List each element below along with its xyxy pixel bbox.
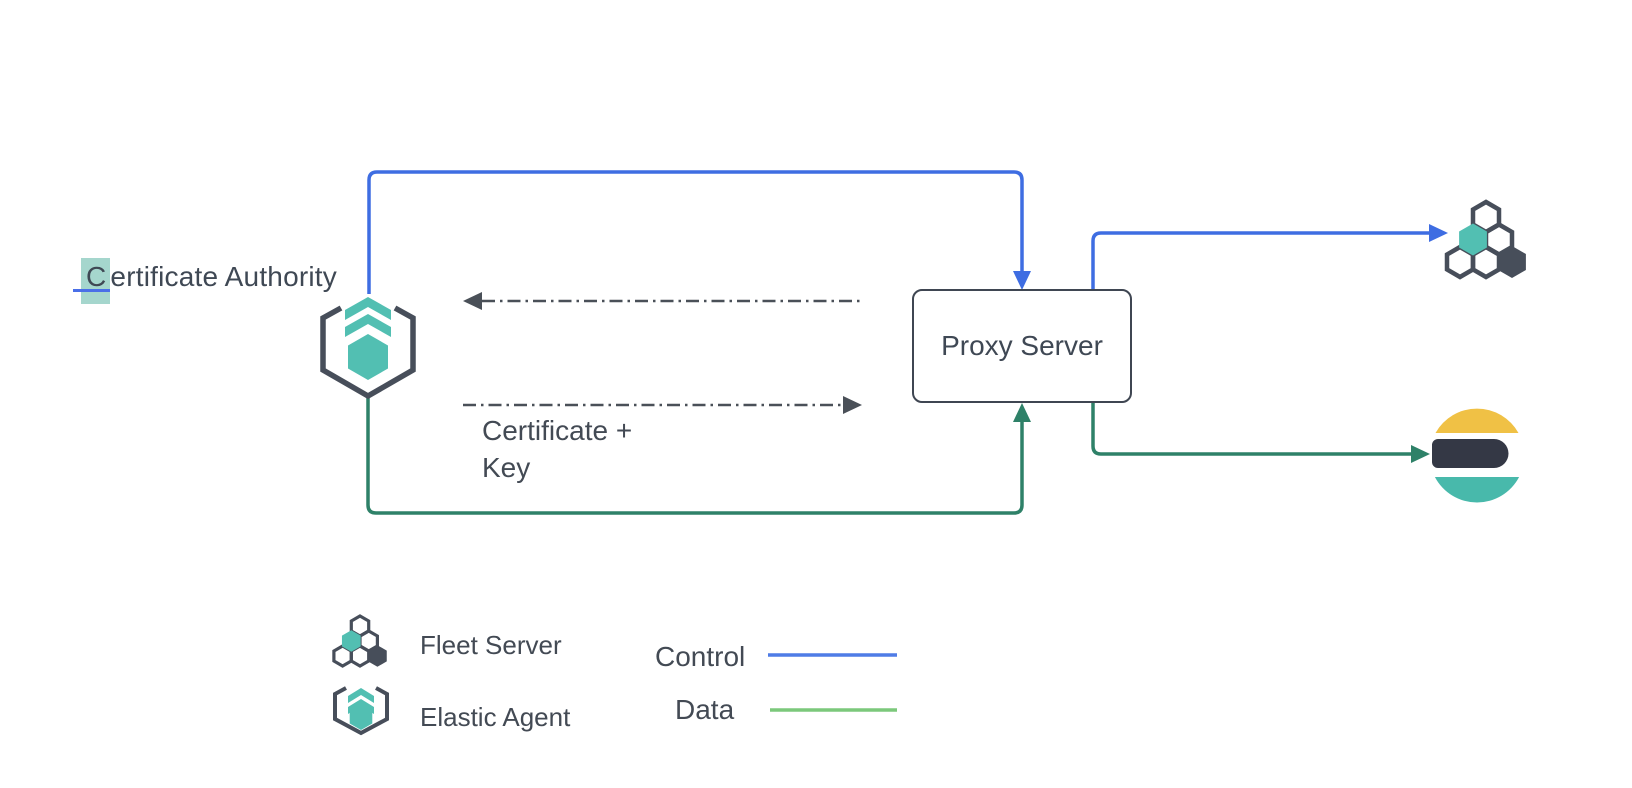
arrowhead-right-icon bbox=[843, 396, 862, 414]
certificate-key-line1: Certificate + bbox=[482, 415, 633, 446]
proxy-server-node: Proxy Server bbox=[912, 289, 1132, 403]
hexagon-teal bbox=[1459, 223, 1487, 256]
legend-data-label: Data bbox=[675, 694, 735, 725]
control-connector-proxy-to-fleet bbox=[1091, 224, 1448, 289]
legend-fleet-server-label: Fleet Server bbox=[420, 630, 562, 660]
data-connector-proxy-to-elasticsearch bbox=[1091, 403, 1430, 463]
fleet-server-icon bbox=[1444, 199, 1526, 280]
legend-elastic-agent-label: Elastic Agent bbox=[420, 702, 571, 732]
legend-fleet-server-icon bbox=[332, 614, 387, 668]
arrowhead-left-icon bbox=[463, 292, 482, 310]
hexagon-icon bbox=[349, 704, 373, 730]
es-middle-bar bbox=[1432, 439, 1509, 468]
hexagon-icon bbox=[348, 334, 388, 380]
data-connector-agent-to-proxy bbox=[366, 397, 1031, 515]
agent-bracket-outline bbox=[320, 305, 416, 400]
certificate-authority-text: ertificate Authority bbox=[110, 261, 337, 292]
proxy-server-label: Proxy Server bbox=[941, 330, 1103, 361]
es-bottom-slice bbox=[1434, 477, 1520, 503]
data-line bbox=[366, 397, 1024, 515]
legend-elastic-agent-icon bbox=[333, 686, 389, 736]
control-line bbox=[1091, 231, 1429, 289]
chevron-up-icon bbox=[345, 297, 391, 320]
control-connector-agent-to-proxy bbox=[367, 170, 1031, 294]
elasticsearch-icon bbox=[1432, 408, 1520, 503]
data-line bbox=[1091, 403, 1411, 456]
dashed-connector-proxy-to-agent bbox=[463, 292, 863, 310]
agent-bracket-outline bbox=[333, 686, 389, 736]
chevron-up-icon bbox=[348, 699, 374, 714]
certificate-key-label: Certificate + Key bbox=[482, 412, 722, 486]
chevron-up-icon bbox=[348, 688, 374, 703]
chevron-up-icon bbox=[345, 314, 391, 337]
hexagon-teal bbox=[341, 630, 361, 652]
control-line bbox=[367, 170, 1024, 294]
certificate-key-line2: Key bbox=[482, 452, 531, 483]
arrowhead-right-icon bbox=[1429, 224, 1448, 242]
legend-control-label: Control bbox=[655, 641, 746, 672]
arrowhead-down-icon bbox=[1013, 271, 1031, 290]
arrowhead-right-icon bbox=[1411, 445, 1430, 463]
es-top-slice bbox=[1435, 408, 1519, 433]
hexagon-dark bbox=[1498, 246, 1526, 278]
hexagon-dark bbox=[368, 645, 387, 667]
dashed-connector-certificate-key bbox=[463, 396, 862, 414]
arrowhead-up-icon bbox=[1013, 403, 1031, 422]
selected-character-highlight: C bbox=[72, 258, 111, 304]
elastic-agent-icon bbox=[320, 297, 416, 400]
